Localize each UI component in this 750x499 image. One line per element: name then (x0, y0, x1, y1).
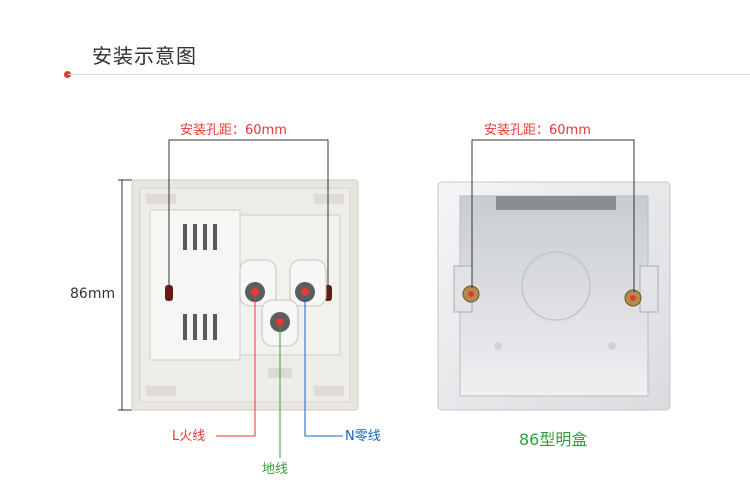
earth-wire-label: 地线 (262, 462, 289, 477)
box-mount-screw-left (453, 265, 480, 313)
height-bracket (118, 179, 132, 411)
socket-panel-back (131, 179, 359, 411)
title-marker-dot (64, 71, 71, 78)
vent-slots-bottom (183, 314, 217, 340)
vent-slots-top (183, 224, 217, 250)
mount-box-name: 86型明盒 (519, 430, 588, 449)
mount-box (437, 181, 671, 411)
page-title: 安装示意图 (92, 44, 197, 68)
title-divider (68, 74, 750, 75)
terminal-live (239, 259, 277, 307)
box-spacing-bracket (471, 139, 635, 292)
box-hole-spacing-label: 安装孔距：60mm (484, 123, 591, 138)
terminal-neutral (289, 259, 327, 307)
height-dimension-label: 86mm (70, 286, 116, 302)
neutral-wire-label: N零线 (345, 429, 381, 444)
panel-spacing-bracket (168, 139, 329, 290)
mount-hole-left (165, 285, 173, 301)
panel-hole-spacing-label: 安装孔距：60mm (180, 123, 287, 138)
live-leader-line (216, 296, 256, 437)
neutral-leader-line (304, 296, 343, 437)
live-wire-label: L火线 (172, 429, 206, 444)
box-mount-screw-right (624, 265, 659, 313)
